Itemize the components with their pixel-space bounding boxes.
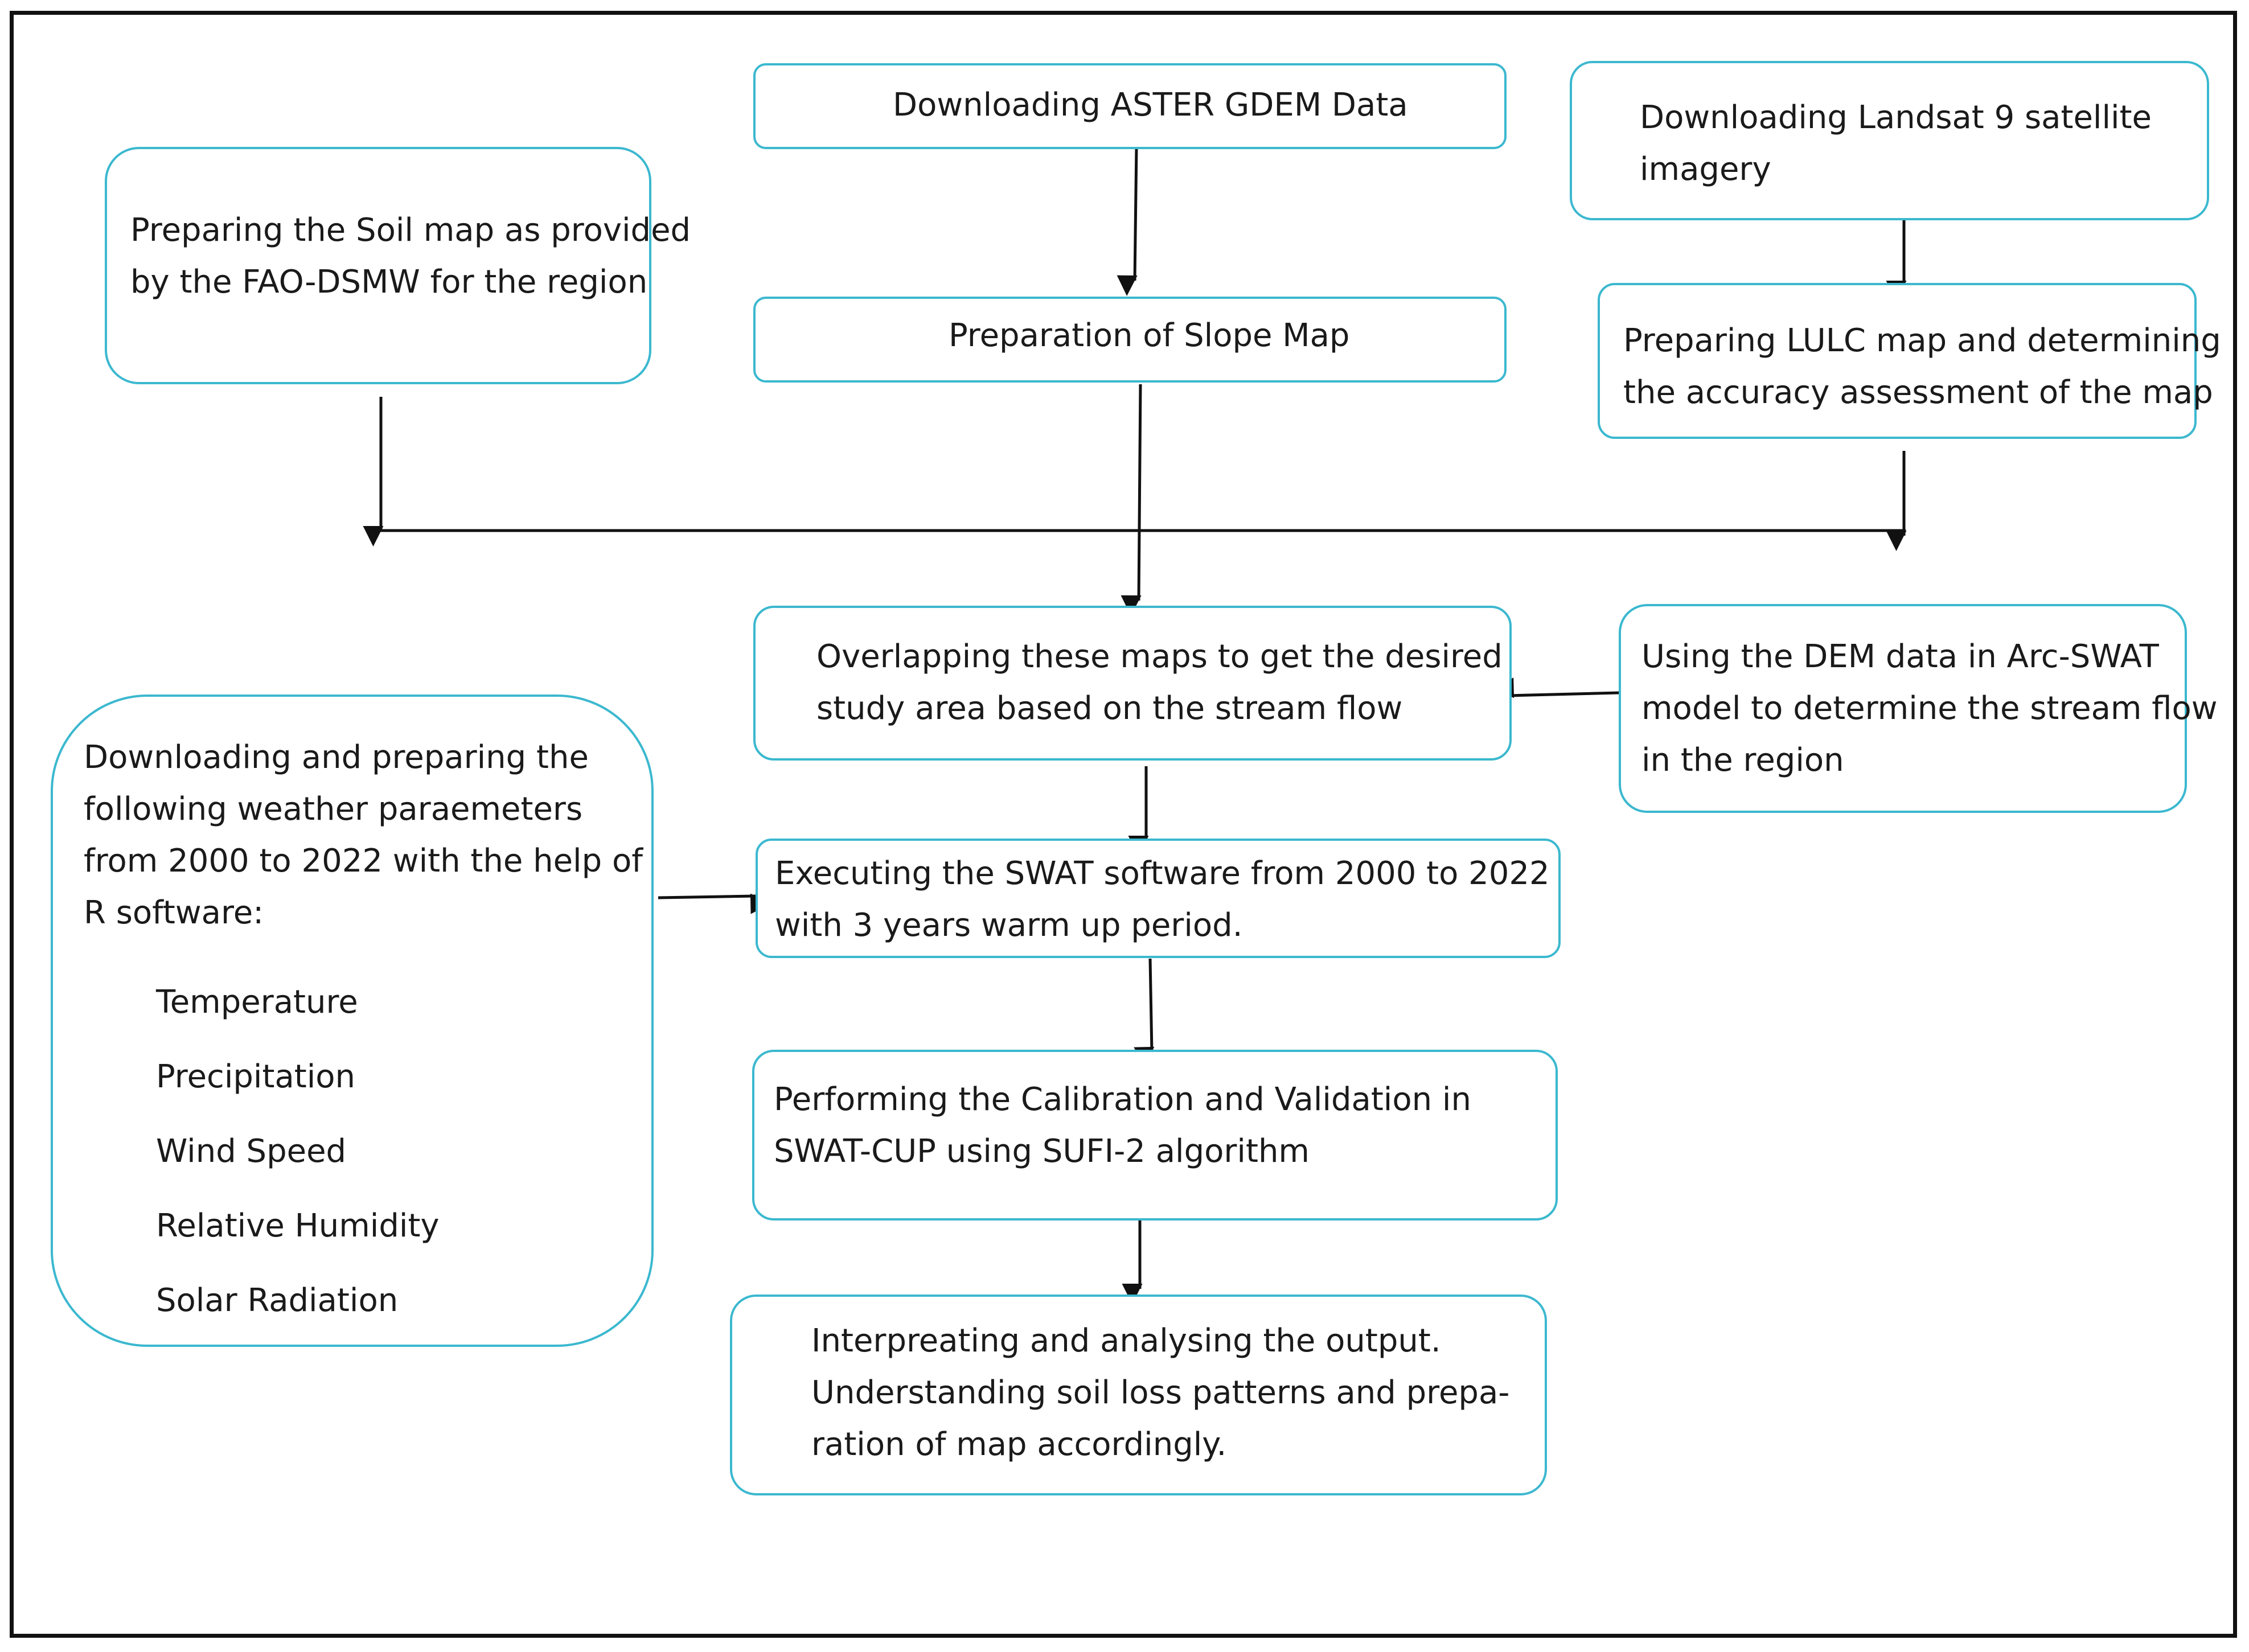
node-weather-params-text: Downloading and preparing the following …	[84, 732, 643, 939]
arrow-slope-to-overlap	[1121, 384, 1142, 616]
node-text-line: Preparation of Slope Map	[949, 317, 1350, 354]
node-slope-map-text: Preparation of Slope Map	[949, 310, 1349, 361]
node-text-line: by the FAO-DSMW for the region	[130, 264, 648, 301]
node-text-line: Using the DEM data in Arc-SWAT	[1641, 638, 2159, 675]
node-text-line: Downloading Landsat 9 satellite	[1640, 99, 2152, 136]
node-slope-map	[753, 297, 1507, 383]
node-overlap-maps	[753, 606, 1512, 761]
diagram-frame	[10, 11, 2237, 1638]
weather-param-item: Solar Radiation	[156, 1282, 399, 1319]
node-output-analysis	[730, 1295, 1547, 1495]
node-soil-map-text: Preparing the Soil map as provided by th…	[130, 204, 691, 308]
node-weather-params	[51, 695, 654, 1347]
node-text-line: Interpreating and analysing the output.	[811, 1322, 1441, 1359]
node-text-line: SWAT-CUP using SUFI-2 algorithm	[774, 1133, 1310, 1170]
node-swat-execution	[756, 839, 1561, 958]
node-output-analysis-text: Interpreating and analysing the output. …	[811, 1315, 1509, 1470]
node-text-line: Downloading and preparing the	[84, 739, 589, 776]
weather-param-item: Precipitation	[156, 1058, 356, 1095]
weather-param-item: Wind Speed	[156, 1133, 347, 1170]
arrow-swat-to-calib	[1134, 958, 1155, 1068]
node-text-line: from 2000 to 2022 with the help of	[84, 843, 643, 880]
node-aster-download	[753, 63, 1507, 149]
node-lulc-map	[1598, 283, 2197, 439]
node-overlap-maps-text: Overlapping these maps to get the desire…	[816, 631, 1503, 734]
node-dem-arcswat-text: Using the DEM data in Arc-SWAT model to …	[1641, 631, 2218, 786]
node-text-line: Executing the SWAT software from 2000 to…	[775, 855, 1550, 892]
node-swat-execution-text: Executing the SWAT software from 2000 to…	[775, 848, 1550, 951]
node-text-line: with 3 years warm up period.	[775, 907, 1243, 944]
node-lulc-map-text: Preparing LULC map and determining the a…	[1623, 315, 2221, 418]
node-text-line: in the region	[1641, 742, 1844, 779]
weather-param-item: Temperature	[156, 984, 358, 1021]
node-calibration-text: Performing the Calibration and Validatio…	[774, 1074, 1471, 1177]
node-text-line: Understanding soil loss patterns and pre…	[811, 1374, 1510, 1411]
weather-param-item: Relative Humidity	[156, 1207, 440, 1244]
node-text-line: following weather paraemeters	[84, 791, 583, 828]
node-text-line: Downloading ASTER GDEM Data	[893, 87, 1408, 124]
node-text-line: Performing the Calibration and Validatio…	[774, 1081, 1471, 1118]
node-text-line: R software:	[84, 894, 264, 931]
arrow-dem-to-overlap	[1493, 677, 1619, 698]
node-text-line: Overlapping these maps to get the desire…	[816, 638, 1503, 675]
node-text-line: the accuracy assessment of the map	[1623, 374, 2213, 411]
node-text-line: study area based on the stream flow	[816, 690, 1403, 727]
node-text-line: ration of map accordingly.	[811, 1426, 1227, 1463]
node-text-line: Preparing the Soil map as provided	[130, 212, 691, 249]
node-aster-download-text: Downloading ASTER GDEM Data	[893, 79, 1408, 131]
node-text-line: Preparing LULC map and determining	[1623, 322, 2221, 359]
node-text-line: imagery	[1640, 151, 1771, 188]
node-dem-arcswat	[1619, 604, 2187, 813]
node-calibration	[752, 1050, 1558, 1220]
arrow-weather-to-swat	[658, 893, 771, 914]
weather-param-list: Temperature Precipitation Wind Speed Rel…	[156, 965, 440, 1338]
node-landsat-download	[1570, 61, 2209, 220]
node-landsat-download-text: Downloading Landsat 9 satellite imagery	[1640, 92, 2152, 195]
arrow-aster-to-slope	[1117, 146, 1138, 296]
node-text-line: model to determine the stream flow	[1641, 690, 2218, 727]
node-soil-map	[105, 147, 651, 384]
